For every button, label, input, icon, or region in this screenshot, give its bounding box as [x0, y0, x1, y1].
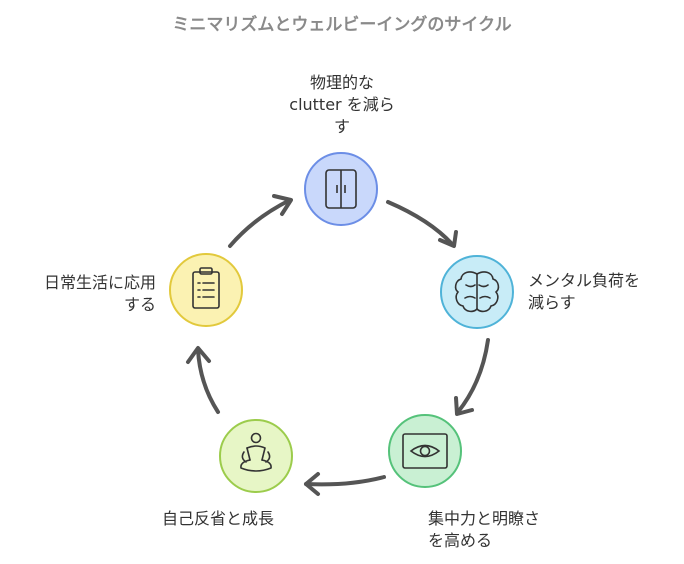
node-focus-clarity — [388, 414, 462, 488]
label-line: メンタル負荷を — [528, 271, 641, 290]
meditation-icon — [240, 432, 272, 472]
arrow-physical-to-mental — [386, 200, 458, 248]
label-line: 物理的な — [309, 73, 374, 92]
label-line: 減らす — [528, 293, 576, 312]
label-line: 自己反省と成長 — [161, 509, 274, 528]
node-physical-clutter — [304, 152, 378, 226]
label-mental-load: メンタル負荷を 減らす — [528, 270, 678, 314]
node-mental-load — [440, 255, 514, 329]
arrow-daily-to-physical — [228, 194, 293, 248]
clipboard-icon — [192, 267, 220, 309]
label-line: する — [123, 295, 156, 314]
arrow-mental-to-focus — [454, 338, 490, 416]
diagram-title: ミニマリズムとウェルビーイングのサイクル — [172, 15, 512, 35]
wardrobe-icon — [325, 169, 357, 209]
node-self-reflection — [219, 419, 293, 493]
label-line: 集中力と明瞭さ — [428, 509, 541, 528]
label-line: clutter を減ら — [289, 95, 395, 114]
label-physical-clutter: 物理的な clutter を減ら す — [262, 72, 422, 138]
node-daily-life — [169, 253, 243, 327]
label-self-reflection: 自己反省と成長 — [80, 508, 274, 530]
brain-icon — [454, 271, 500, 313]
arrow-reflection-to-daily — [186, 346, 220, 414]
label-line: す — [333, 117, 350, 136]
label-daily-life: 日常生活に応用 する — [4, 272, 156, 316]
label-line: を高める — [428, 531, 493, 550]
label-line: 日常生活に応用 — [43, 273, 156, 292]
arrow-focus-to-reflection — [304, 472, 386, 496]
eye-icon — [402, 433, 448, 469]
label-focus-clarity: 集中力と明瞭さ を高める — [428, 508, 598, 552]
